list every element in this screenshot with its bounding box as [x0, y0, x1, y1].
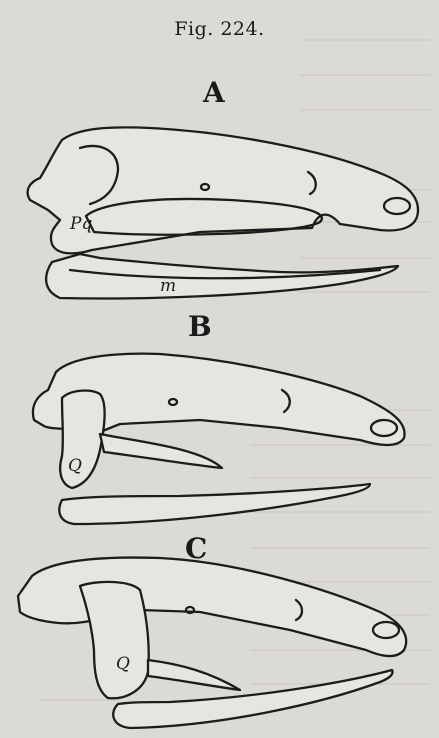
mandible-b [59, 484, 370, 524]
mandible-c [113, 670, 392, 728]
label-pq: Pq [70, 214, 92, 234]
label-q-b: Q [68, 456, 82, 476]
quadrate-b [60, 391, 104, 488]
mandible-a [46, 254, 398, 298]
label-q-c: Q [116, 654, 130, 674]
skull-b [33, 354, 405, 524]
label-m: m [160, 276, 176, 296]
quadrate-c [80, 582, 149, 698]
pterygoid-b [100, 434, 222, 468]
pterygoid-c [148, 660, 240, 690]
skull-a [28, 127, 418, 298]
cranium-c-outline [18, 558, 406, 657]
skull-c [18, 558, 406, 728]
